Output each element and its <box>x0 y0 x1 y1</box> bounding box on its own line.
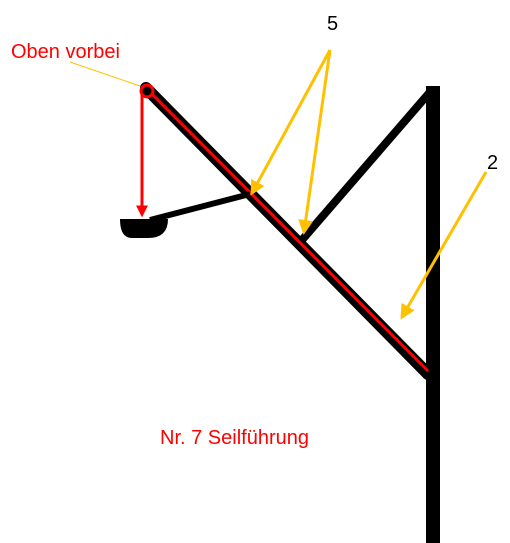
pointer-5-arrow-left <box>250 49 332 196</box>
label-oben-vorbei: Oben vorbei <box>11 41 120 63</box>
label-number-5: 5 <box>327 13 338 35</box>
pointer-5-arrow-right <box>298 49 332 235</box>
pointer-2-arrow <box>400 171 488 320</box>
hook-bucket <box>120 219 168 238</box>
support-strut <box>298 89 434 243</box>
rope-along-jib <box>144 86 430 373</box>
label-number-2: 2 <box>487 152 498 174</box>
caption-seilfuehrung: Nr. 7 Seilführung <box>160 427 309 449</box>
hook-arm <box>149 191 251 223</box>
label-leader-line <box>69 61 141 87</box>
top-pulley <box>139 83 155 99</box>
vertical-mast <box>426 86 440 543</box>
